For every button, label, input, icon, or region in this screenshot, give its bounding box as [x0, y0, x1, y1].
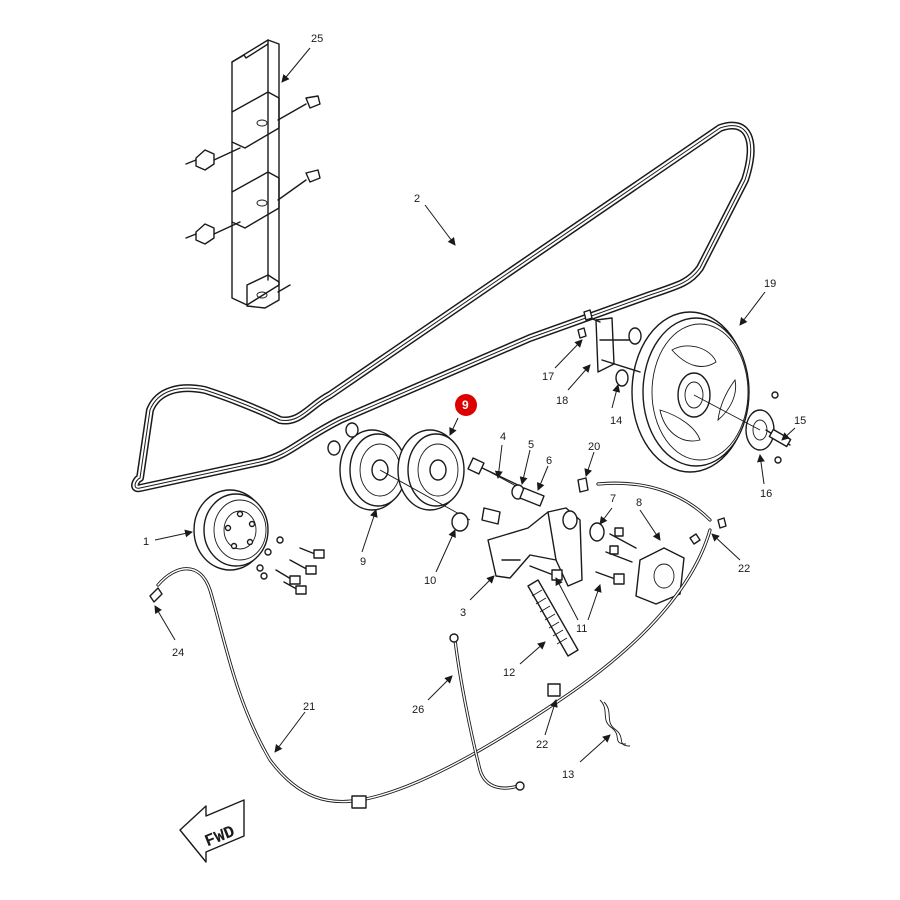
callout-24: 24 [172, 647, 184, 659]
callout-8: 8 [636, 497, 642, 509]
callout-4: 4 [500, 431, 506, 443]
callout-6: 6 [546, 455, 552, 467]
callout-3: 3 [460, 607, 466, 619]
callout-16: 16 [760, 488, 772, 500]
control-cables [149, 481, 712, 809]
belt-guard-bracket [185, 39, 321, 309]
callout-22-lower: 22 [536, 739, 548, 751]
callout-7: 7 [610, 493, 616, 505]
callout-leaders [154, 47, 796, 763]
callout-9-lower: 9 [360, 556, 366, 568]
mount-bracket [577, 309, 642, 387]
callout-21: 21 [303, 701, 315, 713]
cable-fittings [577, 477, 727, 545]
callout-15: 15 [794, 415, 806, 427]
spring-assembly [527, 565, 625, 657]
callout-9-highlighted[interactable]: 9 [462, 398, 469, 412]
tension-block [589, 522, 685, 605]
callout-26: 26 [412, 704, 424, 716]
callout-19: 19 [764, 278, 776, 290]
highlight-marker[interactable] [455, 394, 477, 416]
callout-13: 13 [562, 769, 574, 781]
callout-14: 14 [610, 415, 622, 427]
callout-12: 12 [503, 667, 515, 679]
callout-labels: 1 2 3 4 5 6 7 8 9 10 11 12 13 14 15 16 1… [143, 33, 806, 781]
callout-1: 1 [143, 536, 149, 548]
callout-22-right: 22 [738, 563, 750, 575]
drive-belt [131, 121, 755, 493]
callout-10: 10 [424, 575, 436, 587]
callout-5: 5 [528, 439, 534, 451]
callout-2: 2 [414, 193, 420, 205]
callout-18: 18 [556, 395, 568, 407]
callout-11: 11 [576, 623, 587, 635]
callout-25: 25 [311, 33, 323, 45]
callout-20: 20 [588, 441, 600, 453]
callout-17: 17 [542, 371, 554, 383]
idler-arm [487, 507, 583, 587]
idler-hardware [451, 457, 545, 532]
fwd-direction-arrow: FWD [179, 799, 245, 863]
driven-pulley [631, 311, 792, 473]
idler-pulleys [327, 422, 471, 521]
drive-pulley [193, 489, 325, 595]
